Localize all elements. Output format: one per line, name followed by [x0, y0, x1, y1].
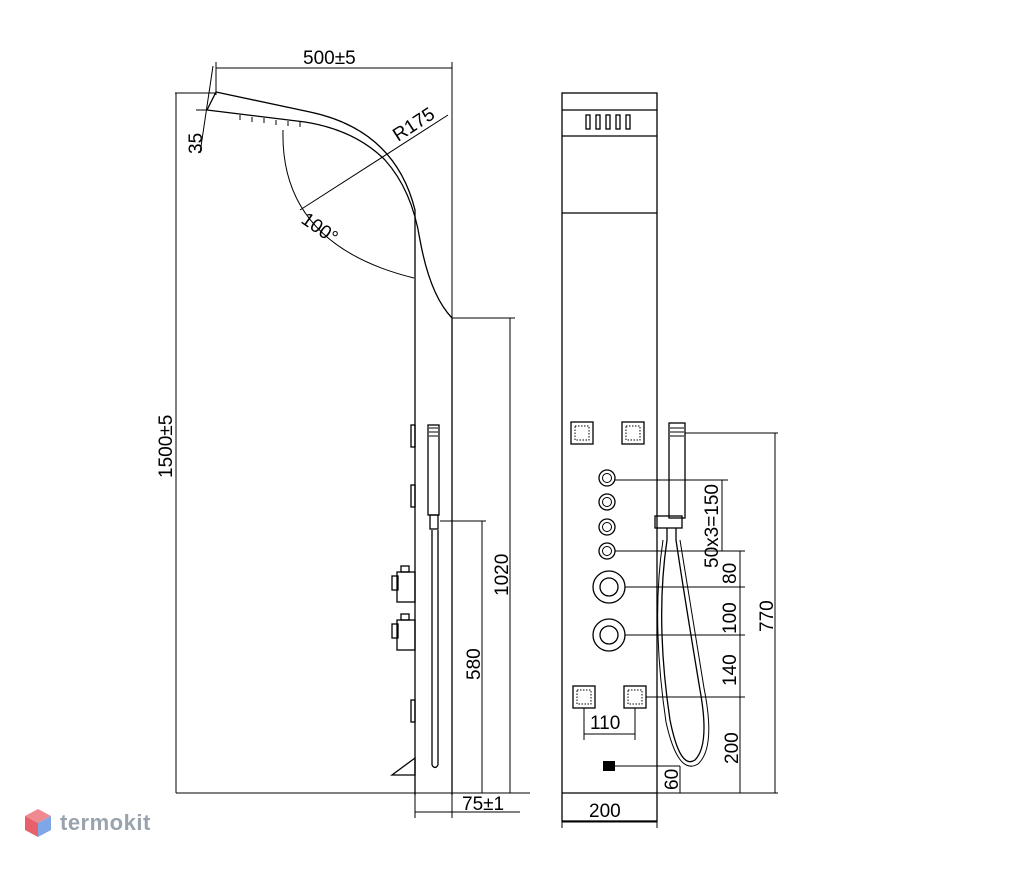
knobs-side [391, 565, 416, 651]
dim-panel-width: 200 [589, 801, 621, 822]
dim-handheld-height: 580 [464, 648, 485, 680]
dim-depth: 75±1 [462, 794, 504, 815]
dim-width-top: 500±5 [303, 48, 356, 69]
dim-column-height: 1020 [492, 554, 513, 596]
dim-total-height: 1500±5 [156, 415, 177, 478]
dim-jet-pair-spacing: 110 [590, 713, 620, 734]
small-jets [598, 469, 616, 560]
handheld-shower-front [654, 422, 710, 767]
dim-head-thickness: 35 [186, 133, 207, 154]
top-vent [585, 114, 631, 130]
side-jets [410, 424, 416, 723]
shower-arm-outer [206, 109, 453, 795]
brand-cube-icon [25, 809, 51, 837]
brand-logo: termokit [24, 808, 151, 838]
dim-tub-spout-height: 60 [662, 769, 683, 790]
handheld-shower-side [427, 424, 440, 769]
front-view: 770 50x3=150 80 100 140 200 60 110 200 [561, 92, 778, 828]
shower-arm [215, 91, 416, 795]
tub-spout-front [603, 761, 615, 771]
tub-spout-side [390, 756, 416, 776]
dim-radius: R175 [389, 104, 439, 146]
head-nozzles [239, 115, 301, 127]
body-jets-bottom [572, 685, 647, 709]
body-jets-top [570, 421, 645, 445]
dim-panel-body-height: 770 [757, 600, 778, 632]
dim-knob-spacing: 100 [720, 602, 741, 634]
panel-outline [561, 92, 658, 822]
brand-name: termokit [60, 810, 151, 835]
control-knobs [592, 570, 626, 652]
side-view: 500±5 35 R175 100° 1500±5 [156, 48, 530, 818]
dim-gap-jets-knob: 80 [720, 563, 741, 584]
dim-jets-spacing: 50x3=150 [702, 484, 723, 568]
dim-bottom-jets-height: 200 [722, 732, 743, 764]
dim-knob-to-jets: 140 [720, 654, 741, 686]
